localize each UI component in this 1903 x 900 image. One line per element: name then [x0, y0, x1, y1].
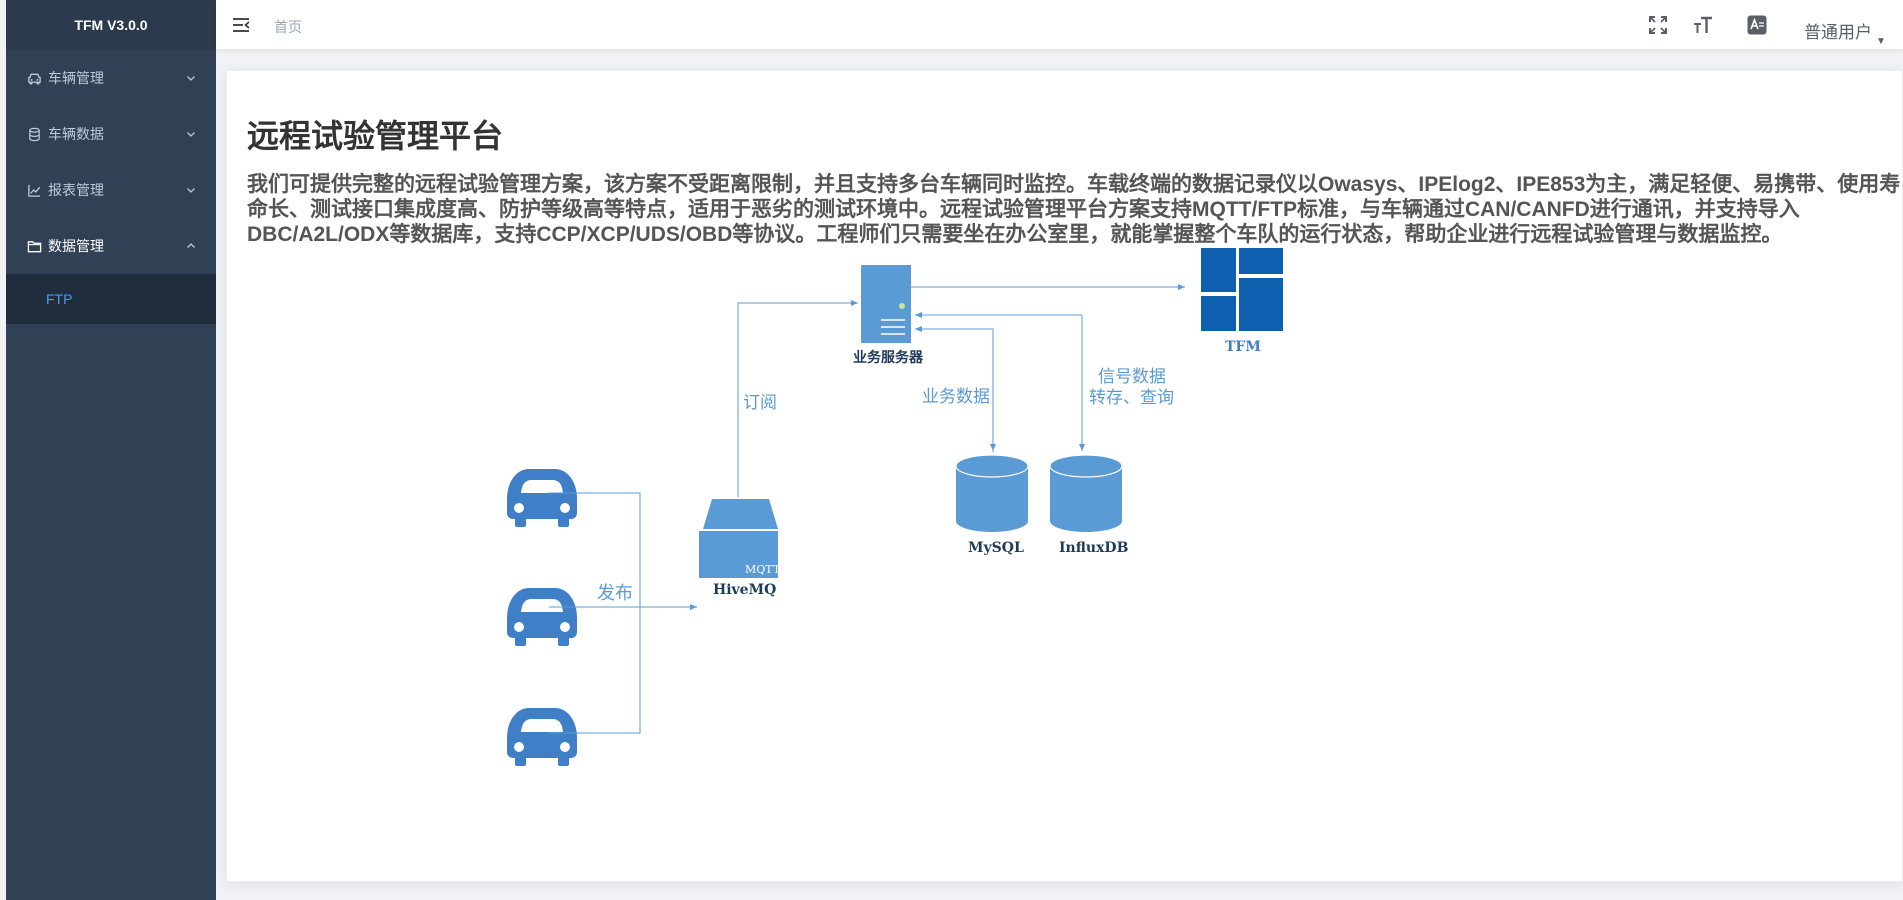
business-data-label: 业务数据 — [922, 387, 990, 407]
caret-down-icon: ▼ — [1876, 36, 1886, 47]
chevron-down-icon — [186, 73, 196, 83]
vehicle-icon-1 — [507, 469, 577, 527]
sidebar-item-label: 数据管理 — [48, 238, 104, 254]
server-label: 业务服务器 — [853, 349, 924, 366]
sidebar-item-label: 报表管理 — [48, 182, 104, 198]
mqtt-label: MQTT — [745, 563, 781, 576]
vehicle-icon-3 — [507, 708, 577, 766]
vehicle-icon-2 — [507, 588, 577, 646]
folder-icon — [26, 238, 42, 254]
chart-icon — [26, 182, 42, 198]
chevron-up-icon — [186, 241, 196, 251]
sidebar-item-data-management[interactable]: 数据管理 — [6, 218, 216, 274]
hamburger-icon[interactable] — [232, 16, 250, 34]
translate-icon[interactable] — [1746, 14, 1768, 36]
sidebar-item-ftp[interactable]: FTP — [46, 291, 73, 307]
sidebar-item-vehicle-management[interactable]: 车辆管理 — [6, 50, 216, 106]
subscribe-label: 订阅 — [743, 393, 777, 413]
sidebar-item-label: 车辆数据 — [48, 126, 104, 142]
navbar: 首页 普通用户 ▼ — [216, 0, 1903, 50]
signal-data-label: 信号数据 — [1098, 367, 1166, 387]
fullscreen-icon[interactable] — [1647, 14, 1669, 36]
sidebar-item-vehicle-data[interactable]: 车辆数据 — [6, 106, 216, 162]
mysql-database-icon — [955, 454, 1029, 532]
mysql-label: MySQL — [968, 540, 1024, 556]
database-icon — [26, 126, 42, 142]
subscribe-arrow — [737, 300, 858, 497]
business-server-icon — [861, 265, 911, 343]
connector-line — [549, 492, 641, 734]
content-card: 发布 MQTT HiveMQ 订阅 业务服务器 TFM — [226, 70, 1903, 882]
submenu-data-management: FTP — [6, 274, 216, 324]
hivemq-label: HiveMQ — [713, 582, 776, 598]
signal-storage-label: 转存、查询 — [1089, 388, 1174, 408]
chevron-down-icon — [186, 129, 196, 139]
tfm-logo-icon — [1201, 248, 1283, 331]
chevron-down-icon — [186, 185, 196, 195]
app-title: TFM V3.0.0 — [6, 0, 216, 50]
font-size-icon[interactable] — [1692, 14, 1714, 36]
sidebar: TFM V3.0.0 车辆管理 车辆数据 报表管理 数据管理 FTP — [6, 0, 216, 900]
breadcrumb[interactable]: 首页 — [274, 19, 302, 35]
influxdb-label: InfluxDB — [1059, 540, 1129, 556]
sidebar-item-label: 车辆管理 — [48, 70, 104, 86]
tfm-label: TFM — [1225, 339, 1261, 355]
hivemq-broker-icon: MQTT — [699, 499, 781, 578]
influxdb-database-icon — [1049, 454, 1123, 532]
page-title: 远程试验管理平台 — [247, 118, 504, 154]
user-name: 普通用户 — [1804, 23, 1872, 42]
user-dropdown[interactable]: 普通用户 ▼ — [1804, 18, 1886, 47]
car-icon — [26, 70, 42, 86]
page-description: 我们可提供完整的远程试验管理方案，该方案不受距离限制，并且支持多台车辆同时监控。… — [247, 173, 1901, 246]
sidebar-item-report-management[interactable]: 报表管理 — [6, 162, 216, 218]
architecture-diagram: 发布 MQTT HiveMQ 订阅 业务服务器 TFM — [507, 248, 1283, 766]
publish-label: 发布 — [597, 583, 633, 604]
